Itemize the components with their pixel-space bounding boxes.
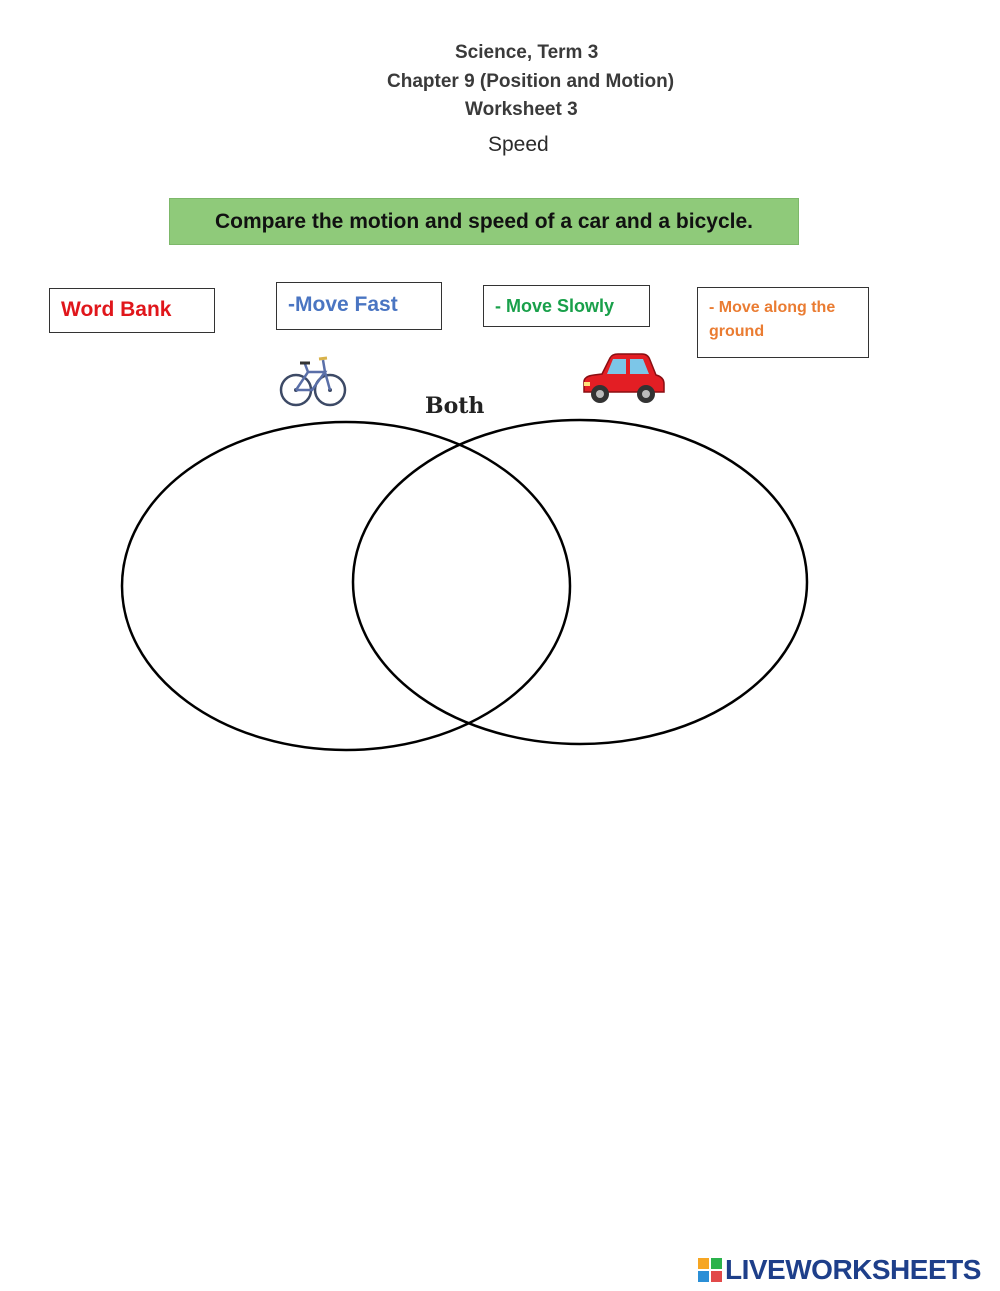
word-bank-item-move-slowly[interactable]: - Move Slowly bbox=[483, 285, 650, 327]
venn-right-circle bbox=[351, 418, 809, 746]
venn-overlap-label: Both bbox=[425, 393, 485, 419]
chapter-heading: Chapter 9 (Position and Motion) bbox=[387, 71, 675, 92]
liveworksheets-icon bbox=[698, 1258, 722, 1282]
brand-wordmark: LIVEWORKSHEETS bbox=[725, 1254, 981, 1285]
liveworksheets-logo: LIVEWORKSHEETS bbox=[698, 1254, 981, 1285]
topic-heading: Speed bbox=[488, 133, 549, 156]
worksheet-heading: Worksheet 3 bbox=[465, 99, 578, 120]
word-bank-item-move-fast[interactable]: -Move Fast bbox=[276, 282, 442, 330]
word-bank-title: Word Bank bbox=[49, 288, 215, 333]
subject-term-heading: Science, Term 3 bbox=[455, 42, 599, 63]
bicycle-icon bbox=[279, 356, 347, 407]
venn-left-circle bbox=[120, 420, 572, 752]
car-icon bbox=[583, 353, 665, 403]
word-bank-item-move-along-ground[interactable]: - Move along the ground bbox=[697, 287, 869, 358]
instruction-banner: Compare the motion and speed of a car an… bbox=[169, 198, 799, 245]
